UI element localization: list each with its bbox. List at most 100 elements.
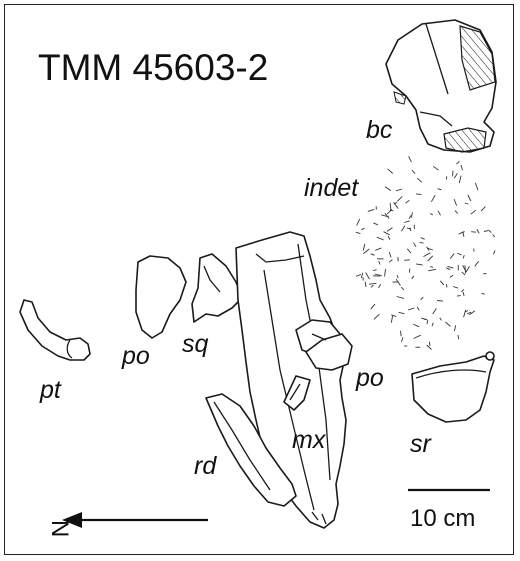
fragment-mark <box>417 178 422 182</box>
fragment-mark <box>445 322 450 326</box>
fragment-mark <box>475 261 479 266</box>
fragment-mark <box>461 165 463 170</box>
fragment-mark <box>363 249 369 254</box>
fragment-mark <box>438 211 440 216</box>
fragment-mark <box>457 161 460 164</box>
fragment-mark <box>477 229 479 233</box>
label-mx: mx <box>292 426 327 454</box>
fragment-mark <box>379 261 380 265</box>
fragment-mark <box>453 287 458 289</box>
fragment-mark <box>413 324 419 327</box>
fragment-mark <box>404 221 409 223</box>
fragment-mark <box>421 238 425 240</box>
fragment-mark <box>446 268 450 270</box>
fragment-mark <box>369 283 376 284</box>
fragment-mark <box>391 316 392 323</box>
fragment-mark <box>371 254 375 256</box>
fragment-mark <box>416 264 423 265</box>
sr-bone <box>412 352 494 422</box>
fragment-mark <box>385 269 386 277</box>
fragment-mark <box>384 232 390 235</box>
fragment-mark <box>374 314 380 319</box>
fragment-mark <box>416 194 422 195</box>
fragment-mark <box>454 173 457 178</box>
fragment-mark <box>440 281 444 285</box>
fragment-mark <box>430 214 433 216</box>
fragment-mark <box>457 253 461 255</box>
fragment-mark <box>461 290 463 292</box>
fragment-mark <box>433 308 437 314</box>
fragment-mark <box>463 255 464 258</box>
label-po-left: po <box>121 342 150 370</box>
pterygoid-bone <box>20 300 90 360</box>
fragment-mark <box>493 250 495 254</box>
fragment-mark <box>481 207 485 212</box>
fragment-mark <box>423 253 430 257</box>
fragment-mark <box>475 183 478 190</box>
fragment-mark <box>431 195 435 202</box>
fragment-mark <box>465 203 469 204</box>
label-rd: rd <box>194 452 217 480</box>
fragment-mark <box>356 232 361 233</box>
fragment-mark <box>371 304 375 309</box>
fragment-mark <box>438 189 442 190</box>
fragment-mark <box>391 315 396 317</box>
fragment-mark <box>368 209 374 211</box>
fragment-mark <box>361 228 364 230</box>
fragment-mark <box>421 297 424 300</box>
fragment-mark <box>437 301 443 302</box>
fragment-mark <box>389 260 392 263</box>
fragment-mark <box>377 237 384 240</box>
fragment-mark <box>387 228 393 232</box>
fragment-mark <box>363 277 364 280</box>
fragment-mark <box>454 325 455 331</box>
north-label: N <box>46 520 73 537</box>
fragment-mark <box>459 176 461 183</box>
fragment-mark <box>396 189 402 191</box>
fragment-mark <box>463 292 464 296</box>
fragment-mark <box>453 171 454 177</box>
fragment-mark <box>373 223 378 225</box>
fragment-mark <box>417 307 419 310</box>
postorbital-left-bone <box>136 256 186 338</box>
fragment-mark <box>404 260 410 261</box>
fragment-mark <box>356 275 361 277</box>
fragment-mark <box>440 318 442 321</box>
fragment-mark <box>379 284 381 288</box>
fragment-mark <box>388 169 393 174</box>
fragment-mark <box>401 226 405 232</box>
fragment-mark <box>482 293 485 294</box>
indeterminate-fragments <box>356 156 495 349</box>
fragment-mark <box>357 219 360 226</box>
fragment-mark <box>488 230 491 233</box>
fragment-mark <box>366 273 370 280</box>
fragment-mark <box>454 199 457 206</box>
fragment-mark <box>427 320 428 324</box>
fragment-mark <box>412 276 414 279</box>
fragment-mark <box>397 196 402 201</box>
fragment-mark <box>455 211 458 214</box>
fragment-mark <box>448 266 454 268</box>
fragment-mark <box>409 156 412 162</box>
fragment-mark <box>464 310 466 318</box>
fragment-mark <box>414 243 417 247</box>
fragment-mark <box>390 203 391 210</box>
fragment-mark <box>363 244 365 251</box>
fragment-mark <box>402 337 404 342</box>
fragment-mark <box>471 232 476 233</box>
fragment-mark <box>447 284 448 287</box>
fragment-mark <box>381 215 389 217</box>
fragment-mark <box>385 187 391 191</box>
fragment-mark <box>424 319 428 320</box>
specimen-title: TMM 45603-2 <box>38 47 268 88</box>
fragment-mark <box>450 275 453 277</box>
fragment-mark <box>430 267 433 268</box>
fragment-mark <box>365 282 366 287</box>
fragment-mark <box>427 345 432 350</box>
fragment-mark <box>407 249 411 253</box>
label-sq: sq <box>182 330 209 358</box>
fragment-mark <box>458 335 459 339</box>
fragment-mark <box>493 235 495 238</box>
fragment-mark <box>432 323 433 326</box>
